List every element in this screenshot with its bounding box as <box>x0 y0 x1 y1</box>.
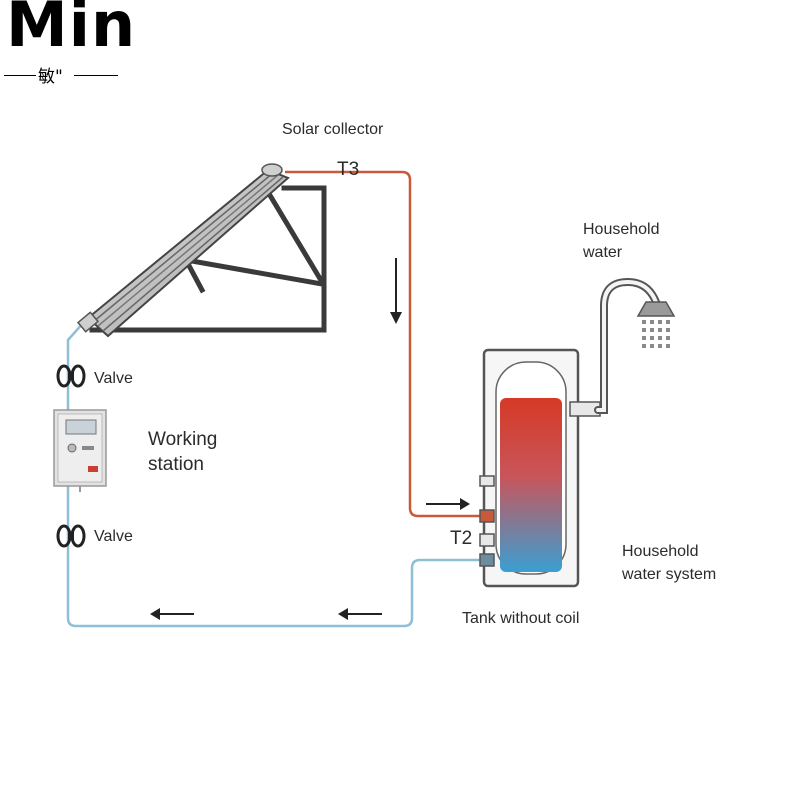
tank-water <box>500 398 562 572</box>
valve-bottom-icon <box>56 524 86 548</box>
household-water-pipe <box>594 277 660 414</box>
solar-collector-panel <box>76 163 290 338</box>
valve-top-icon <box>56 364 86 388</box>
label-valve-bottom: Valve <box>94 528 133 545</box>
label-working-station-line2: station <box>148 454 204 475</box>
hot-pipe <box>285 170 486 518</box>
flow-arrow-left-1 <box>338 608 382 620</box>
cold-pipe <box>66 321 484 628</box>
label-household-system-line2: water system <box>622 566 717 583</box>
logo-divider-left <box>4 75 36 76</box>
working-station-controller <box>53 409 107 492</box>
label-t3: T3 <box>337 159 360 180</box>
label-valve-top: Valve <box>94 370 133 387</box>
flow-arrow-left-2 <box>150 608 194 620</box>
shower-head-icon <box>636 301 676 348</box>
logo-subtitle: 敏" <box>38 67 63 87</box>
logo-divider-right <box>74 75 118 76</box>
label-tank: Tank without coil <box>462 610 580 627</box>
flow-arrow-right <box>426 498 470 510</box>
flow-arrow-down <box>390 258 402 324</box>
tank-fittings <box>479 401 601 567</box>
logo-brand: Min <box>6 0 137 61</box>
label-working-station-line1: Working <box>148 429 218 450</box>
label-household-water-line1: Household <box>583 221 660 238</box>
label-t2: T2 <box>450 528 473 549</box>
label-household-water-line2: water <box>583 244 623 261</box>
label-household-system-line1: Household <box>622 543 699 560</box>
label-solar-collector: Solar collector <box>282 121 384 138</box>
collector-support-frame <box>89 185 327 333</box>
